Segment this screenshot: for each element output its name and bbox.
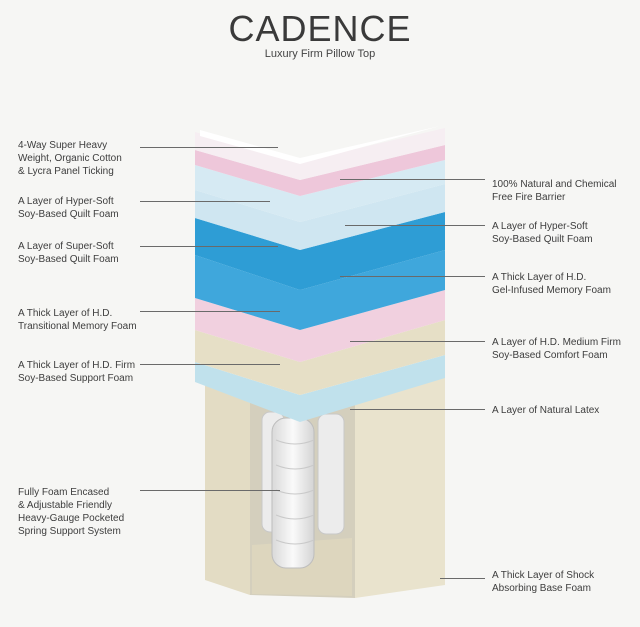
leader-line: [340, 179, 485, 180]
leader-line: [140, 246, 278, 247]
label-transitional-memory-foam: A Thick Layer of H.D. Transitional Memor…: [18, 308, 137, 332]
label-super-soft-quilt-foam: A Layer of Super-Soft Soy-Based Quilt Fo…: [18, 241, 119, 265]
label-natural-latex: A Layer of Natural Latex: [492, 405, 600, 416]
label-hyper-soft-quilt-foam-right: A Layer of Hyper-Soft Soy-Based Quilt Fo…: [492, 221, 593, 245]
label-fire-barrier: 100% Natural and Chemical Free Fire Barr…: [492, 179, 617, 203]
product-subtitle: Luxury Firm Pillow Top: [264, 48, 376, 60]
ticking-top-layer: [195, 126, 445, 180]
leader-line: [345, 225, 485, 226]
leader-line: [140, 201, 270, 202]
leader-line: [340, 276, 485, 277]
product-title: CADENCE: [228, 8, 412, 49]
pocket-spring-icon: [261, 411, 345, 569]
leader-line: [140, 147, 278, 148]
label-base-foam: A Thick Layer of Shock Absorbing Base Fo…: [492, 570, 595, 594]
label-comfort-foam: A Layer of H.D. Medium Firm Soy-Based Co…: [492, 337, 621, 361]
label-support-foam: A Thick Layer of H.D. Firm Soy-Based Sup…: [18, 360, 136, 384]
fire-barrier-layer: [195, 145, 445, 196]
leader-line: [140, 364, 280, 365]
leader-line: [350, 341, 485, 342]
leader-line: [140, 311, 280, 312]
leader-line: [140, 490, 280, 491]
leader-line: [350, 409, 485, 410]
label-ticking: 4-Way Super Heavy Weight, Organic Cotton…: [18, 140, 122, 177]
label-hyper-soft-quilt-foam-left: A Layer of Hyper-Soft Soy-Based Quilt Fo…: [18, 196, 119, 220]
label-pocketed-spring-system: Fully Foam Encased & Adjustable Friendly…: [18, 487, 125, 537]
leader-line: [440, 578, 485, 579]
label-gel-memory-foam: A Thick Layer of H.D. Gel-Infused Memory…: [492, 272, 611, 296]
